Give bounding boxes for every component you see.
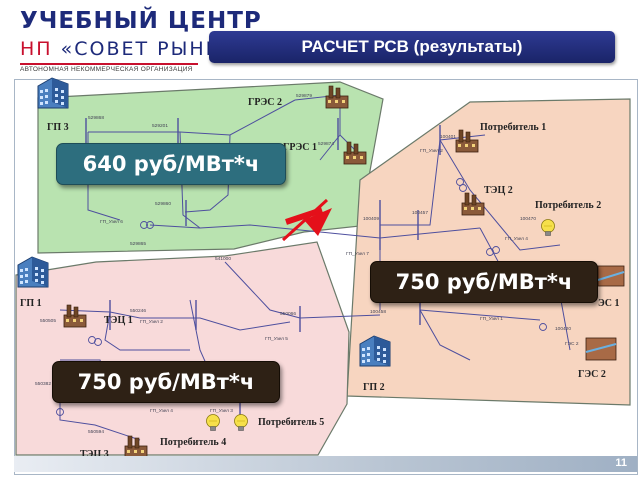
label-ges2: ГЭС 2 — [578, 369, 606, 380]
label-consumer5: Потребитель 5 — [258, 417, 324, 428]
svg-text:529860: 529860 — [155, 201, 171, 207]
svg-text:ГП_Узел 4: ГП_Узел 4 — [150, 408, 173, 414]
logo-council: «СОВЕТ РЫНКА» — [60, 38, 250, 60]
price-label-green-zone: 640 руб/МВт*ч — [56, 143, 286, 185]
label-tec1: ТЭЦ 1 — [104, 315, 133, 326]
label-consumer2: Потребитель 2 — [535, 200, 601, 211]
ges1-hydro-plant-icon — [597, 265, 625, 287]
gp1-building-icon — [17, 256, 49, 288]
svg-text:ГП_Узел 4: ГП_Узел 4 — [505, 236, 528, 242]
svg-text:550505: 550505 — [40, 318, 56, 324]
svg-text:529865: 529865 — [130, 241, 146, 247]
svg-text:ГП_Узел 2: ГП_Узел 2 — [420, 148, 443, 154]
svg-text:100458: 100458 — [370, 309, 386, 315]
footer-bar: 11 — [14, 456, 637, 472]
label-ges1: ЭС 1 — [598, 298, 620, 309]
label-consumer4: Потребитель 4 — [160, 437, 226, 448]
slide-title-bar: РАСЧЕТ РСВ (результаты) — [209, 31, 615, 63]
svg-text:100457: 100457 — [412, 210, 428, 216]
svg-text:100409: 100409 — [363, 216, 379, 222]
svg-text:550382: 550382 — [35, 381, 51, 387]
svg-text:550246: 550246 — [130, 308, 146, 314]
logo-caption: АВТОНОМНАЯ НЕКОММЕРЧЕСКАЯ ОРГАНИЗАЦИЯ — [20, 66, 193, 73]
label-gres1: ГРЭС 1 — [283, 142, 317, 153]
label-gp2: ГП 2 — [363, 382, 385, 393]
svg-text:550066: 550066 — [280, 311, 296, 317]
svg-text:529201: 529201 — [152, 123, 168, 129]
svg-text:100420: 100420 — [555, 326, 571, 332]
page-number: 11 — [615, 457, 627, 469]
svg-text:541000: 541000 — [215, 256, 231, 262]
svg-text:100470: 100470 — [520, 216, 536, 222]
svg-text:ГП_Узел 6: ГП_Узел 6 — [100, 219, 123, 225]
label-consumer1: Потребитель 1 — [480, 122, 546, 133]
logo-subtitle: НП «СОВЕТ РЫНКА» — [20, 38, 250, 60]
svg-text:529874: 529874 — [318, 141, 334, 147]
label-tec3: ТЭЦ 3 — [80, 449, 109, 460]
svg-text:ГП_Узел 3: ГП_Узел 3 — [210, 408, 233, 414]
svg-text:ГЭС 2: ГЭС 2 — [565, 341, 579, 347]
svg-text:ГП_Узел 2: ГП_Узел 2 — [140, 319, 163, 325]
orange-zone — [346, 98, 631, 406]
label-gp1: ГП 1 — [20, 298, 42, 309]
logo-np: НП — [20, 38, 53, 60]
svg-text:ГП_Узел 1: ГП_Узел 1 — [480, 316, 503, 322]
slide-title: РАСЧЕТ РСВ (результаты) — [301, 37, 523, 56]
svg-text:550594: 550594 — [88, 429, 104, 435]
price-label-pink-zone: 750 руб/МВт*ч — [52, 361, 280, 403]
svg-text:529879: 529879 — [296, 93, 312, 99]
ges2-hydro-plant-icon — [585, 337, 617, 361]
label-tec2: ТЭЦ 2 — [484, 185, 513, 196]
gp3-building-icon — [37, 77, 69, 109]
logo-title: УЧЕБНЫЙ ЦЕНТР — [20, 8, 262, 34]
logo-divider — [20, 63, 198, 65]
congestion-arrow — [281, 198, 332, 242]
svg-text:ГП_Узел 7: ГП_Узел 7 — [346, 251, 369, 257]
label-gp3: ГП 3 — [47, 122, 69, 133]
svg-text:100401: 100401 — [440, 134, 456, 140]
svg-text:529868: 529868 — [88, 115, 104, 121]
svg-text:ГП_Узел 5: ГП_Узел 5 — [265, 336, 288, 342]
price-label-orange-zone: 750 руб/МВт*ч — [370, 261, 598, 303]
transformer-symbols — [56, 178, 547, 416]
label-gres2: ГРЭС 2 — [248, 97, 282, 108]
